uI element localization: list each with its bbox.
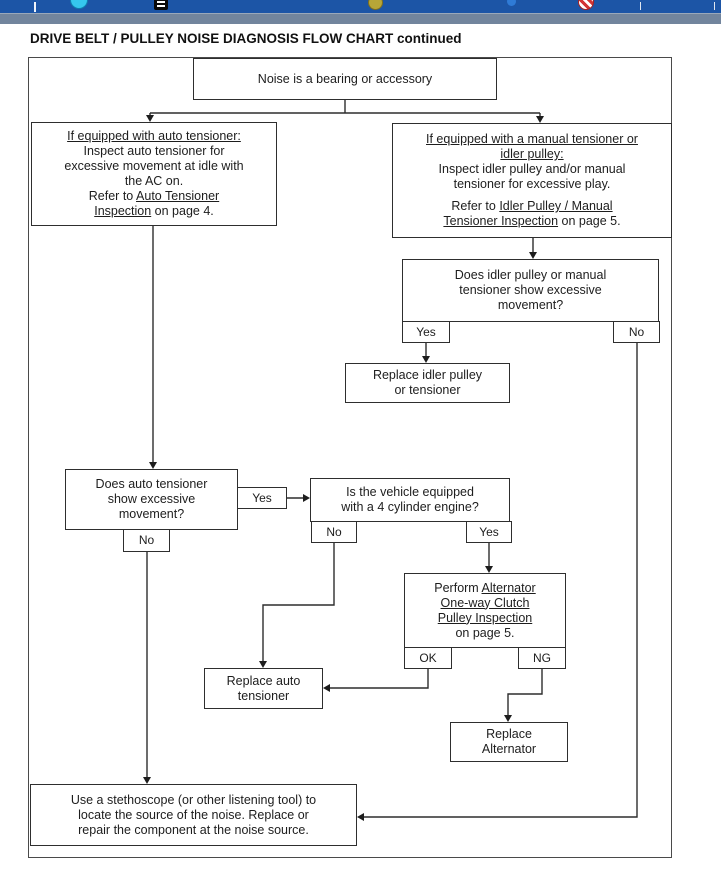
page-title: DRIVE BELT / PULLEY NOISE DIAGNOSIS FLOW… [30, 31, 462, 46]
document-icon[interactable] [154, 0, 168, 10]
tag-auto-no: No [123, 529, 170, 552]
app-toolbar [0, 0, 721, 13]
tag-cylinder-no: No [311, 521, 357, 543]
separator-icon [640, 2, 641, 10]
toolbar-lower-strip [0, 13, 721, 24]
tag-ok: OK [404, 647, 452, 669]
tag-idler-yes: Yes [402, 321, 450, 343]
tag-auto-yes: Yes [237, 487, 287, 509]
cursor-bar-icon[interactable] [34, 2, 36, 12]
separator-icon [714, 2, 715, 10]
dot-icon[interactable] [507, 0, 516, 6]
node-noise-bearing-accessory: Noise is a bearing or accessory [193, 58, 497, 100]
coin-icon[interactable] [368, 0, 383, 10]
globe-icon[interactable] [70, 0, 88, 9]
tag-ng: NG [518, 647, 566, 669]
tag-idler-no: No [613, 321, 660, 343]
node-stethoscope-locate-noise: Use a stethoscope (or other listening to… [30, 784, 357, 846]
flowchart-border [28, 57, 672, 858]
lifebuoy-icon[interactable] [578, 0, 594, 10]
tag-cylinder-yes: Yes [466, 521, 512, 543]
node-auto-tensioner-instructions: If equipped with auto tensioner:Inspect … [31, 122, 277, 226]
